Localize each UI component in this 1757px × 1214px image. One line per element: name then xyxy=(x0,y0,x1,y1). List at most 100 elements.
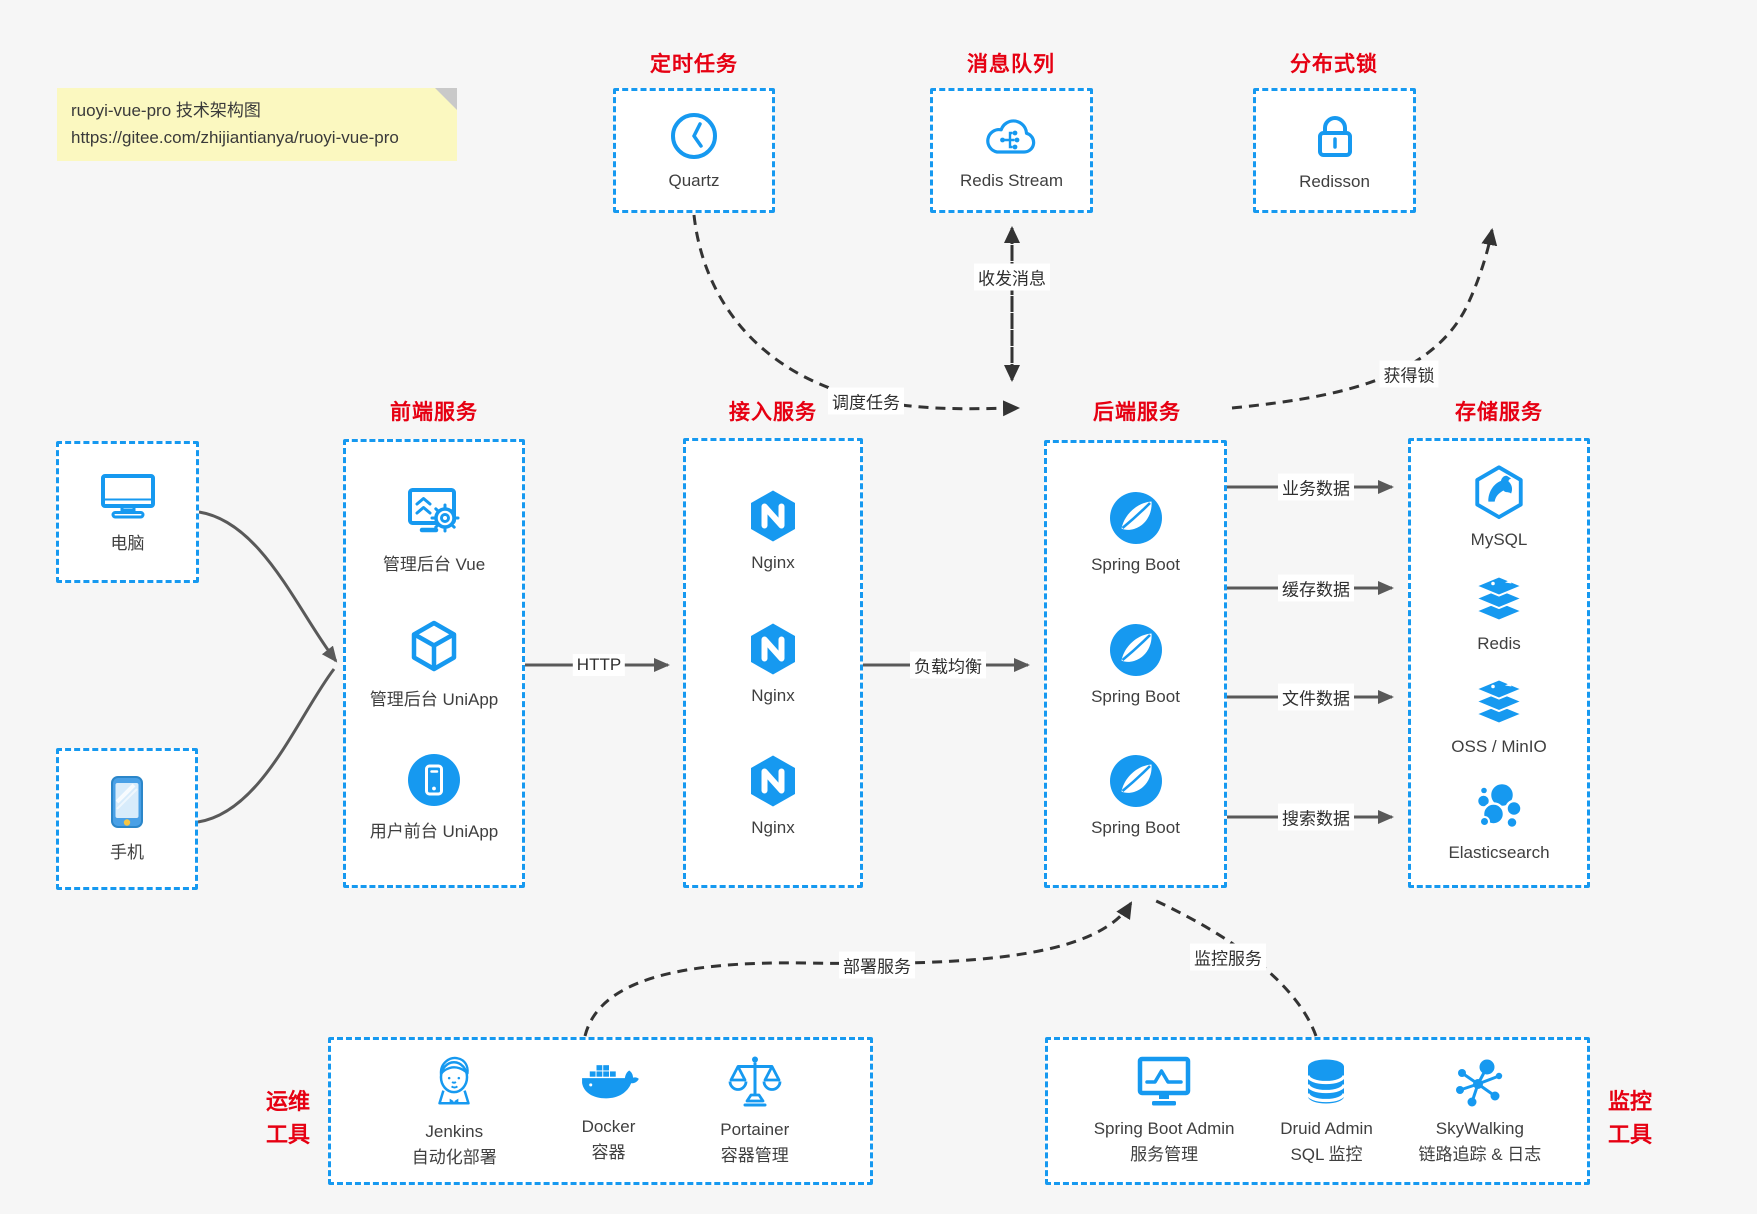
tool-name: Docker xyxy=(581,1117,636,1137)
node-nginx-2: Nginx xyxy=(747,621,799,706)
tool-name: Druid Admin xyxy=(1280,1119,1373,1139)
node-spring-boot-2: Spring Boot xyxy=(1091,622,1180,707)
edge-label-acquire-lock: 获得锁 xyxy=(1379,360,1439,388)
elasticsearch-icon xyxy=(1475,781,1523,829)
node-elasticsearch: Elasticsearch xyxy=(1448,780,1550,863)
lock-icon xyxy=(1317,116,1352,157)
group-title-distributed-lock: 分布式锁 xyxy=(1290,53,1378,76)
node-label: Redis xyxy=(1477,633,1521,653)
edge-label-business-data: 业务数据 xyxy=(1278,473,1354,501)
tool-name: Portainer xyxy=(720,1120,790,1140)
column-title-frontend: 前端服务 xyxy=(390,401,478,424)
node-portainer: Portainer 容器管理 xyxy=(720,1054,789,1168)
note-title: ruoyi-vue-pro 技术架构图 xyxy=(71,101,261,120)
frontend-box: 管理后台 Vue 管理后台 UniApp 用户前台 UniApp xyxy=(343,439,525,888)
tool-sub: 链路追踪 & 日志 xyxy=(1418,1145,1542,1164)
note-url: https://gitee.com/zhijiantianya/ruoyi-vu… xyxy=(71,128,399,148)
spring-boot-icon xyxy=(1109,491,1162,544)
clock-icon xyxy=(671,113,717,159)
tool-sub: 容器 xyxy=(591,1143,626,1162)
node-label: 电脑 xyxy=(110,534,145,553)
node-spring-boot-admin: Spring Boot Admin 服务管理 xyxy=(1094,1055,1235,1167)
node-label: Quartz xyxy=(668,171,720,190)
node-jenkins: Jenkins 自动化部署 xyxy=(412,1052,497,1170)
monitoring-tools-side-label: 监控 工具 xyxy=(1607,1089,1653,1147)
quartz-box: Quartz xyxy=(613,88,775,213)
edge-label-monitor-service: 监控服务 xyxy=(1190,943,1266,971)
node-druid-admin: Druid Admin SQL 监控 xyxy=(1280,1055,1373,1167)
nginx-icon xyxy=(751,755,795,807)
node-label: MySQL xyxy=(1470,530,1528,550)
uniapp-cube-icon xyxy=(411,620,457,671)
column-title-backend: 后端服务 xyxy=(1093,401,1181,424)
node-label: Nginx xyxy=(751,817,795,837)
node-redis-stream: Redis Stream xyxy=(960,110,1063,191)
mobile-client-box: 手机 xyxy=(56,748,198,890)
node-pc: 电脑 xyxy=(98,470,158,554)
storage-box: MySQL Redis OSS / MinIO xyxy=(1408,438,1590,888)
tool-name: SkyWalking xyxy=(1435,1119,1524,1139)
node-label: 用户前台 UniApp xyxy=(369,822,499,842)
node-quartz: Quartz xyxy=(668,110,720,191)
backend-box: Spring Boot Spring Boot Spring Boot xyxy=(1044,440,1227,888)
node-mobile: 手机 xyxy=(105,775,149,863)
node-oss-minio: OSS / MinIO xyxy=(1451,676,1547,757)
redis-layers-icon xyxy=(1473,575,1525,622)
node-redisson: Redisson xyxy=(1299,109,1370,192)
ops-tools-side-label: 运维 工具 xyxy=(265,1089,311,1147)
node-label: Spring Boot xyxy=(1091,818,1180,838)
node-spring-boot-3: Spring Boot xyxy=(1091,753,1180,838)
edge-pc-to-frontend xyxy=(198,510,338,663)
tool-name: Jenkins xyxy=(425,1122,484,1142)
node-label: Elasticsearch xyxy=(1448,842,1550,862)
edge-label-file-data: 文件数据 xyxy=(1278,683,1354,711)
tool-name: Spring Boot Admin xyxy=(1093,1119,1235,1139)
edge-label-schedule-task: 调度任务 xyxy=(828,387,904,415)
edge-phone-to-frontend xyxy=(197,668,336,824)
node-label: 手机 xyxy=(110,843,144,862)
note-fold-corner xyxy=(435,88,457,110)
node-nginx-3: Nginx xyxy=(747,753,799,838)
node-label: OSS / MinIO xyxy=(1451,737,1547,757)
portainer-icon xyxy=(728,1056,782,1107)
node-redis: Redis xyxy=(1468,573,1530,654)
desktop-icon xyxy=(100,474,155,519)
node-label: Nginx xyxy=(751,553,795,573)
column-title-storage: 存储服务 xyxy=(1455,401,1543,424)
node-label: 管理后台 UniApp xyxy=(369,689,499,709)
mobile-phone-icon xyxy=(111,776,143,828)
gateway-box: Nginx Nginx Nginx xyxy=(683,438,863,888)
druid-icon xyxy=(1306,1059,1347,1104)
edge-label-load-balance: 负载均衡 xyxy=(910,651,986,679)
node-label: Redis Stream xyxy=(960,171,1063,190)
group-title-message-queue: 消息队列 xyxy=(967,53,1055,76)
node-label: Spring Boot xyxy=(1091,686,1180,706)
skywalking-icon xyxy=(1455,1059,1503,1107)
mysql-icon xyxy=(1475,465,1523,520)
edge-label-send-receive-message: 收发消息 xyxy=(974,263,1050,291)
node-user-uniapp: 用户前台 UniApp xyxy=(370,752,498,842)
node-spring-boot-1: Spring Boot xyxy=(1091,490,1180,575)
tool-sub: 容器管理 xyxy=(720,1146,789,1165)
column-title-gateway: 接入服务 xyxy=(729,401,817,424)
redisson-box: Redisson xyxy=(1253,88,1416,213)
nginx-icon xyxy=(751,490,795,542)
pc-client-box: 电脑 xyxy=(56,441,199,583)
sticky-note: ruoyi-vue-pro 技术架构图 https://gitee.com/zh… xyxy=(57,88,457,162)
node-admin-vue: 管理后台 Vue xyxy=(383,485,485,575)
cloud-stream-icon xyxy=(986,119,1036,154)
node-label: Redisson xyxy=(1299,172,1370,191)
redis-stream-box: Redis Stream xyxy=(930,88,1093,213)
node-admin-uniapp: 管理后台 UniApp xyxy=(370,618,498,710)
ops-tools-box: Jenkins 自动化部署 Docker 容器 xyxy=(328,1037,873,1185)
node-docker: Docker 容器 xyxy=(578,1057,640,1165)
spring-boot-icon xyxy=(1109,755,1162,808)
edge-label-http: HTTP xyxy=(572,654,626,676)
monitoring-tools-box: Spring Boot Admin 服务管理 Druid Admin SQL 监… xyxy=(1045,1037,1590,1185)
spring-boot-icon xyxy=(1109,623,1162,676)
node-skywalking: SkyWalking 链路追踪 & 日志 xyxy=(1418,1055,1541,1167)
group-title-scheduled-task: 定时任务 xyxy=(650,53,738,76)
node-label: 管理后台 Vue xyxy=(382,554,486,574)
jenkins-icon xyxy=(438,1057,470,1105)
